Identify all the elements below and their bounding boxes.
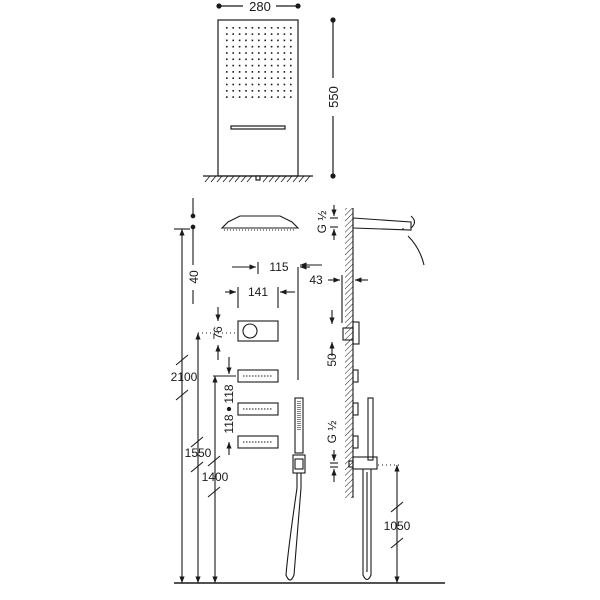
width-dimension-280: 280	[249, 0, 271, 14]
dimension-118-lower: 118	[222, 414, 236, 433]
dimension-118-upper: 118	[222, 384, 236, 403]
nozzle-grid	[226, 27, 292, 98]
front-installation-view	[174, 198, 445, 584]
dimension-115: 115	[269, 260, 288, 274]
dimension-2100: 2100	[171, 370, 198, 384]
dimension-43: 43	[309, 273, 323, 287]
dimension-141: 141	[248, 285, 268, 299]
dimension-1550: 1550	[185, 446, 212, 460]
thread-size-g-half-bottom: G ½	[325, 421, 339, 444]
dimension-50: 50	[325, 353, 339, 367]
panel-front-view	[203, 3, 336, 183]
height-dimension-550: 550	[326, 86, 341, 108]
side-installation-view	[300, 205, 425, 583]
dimension-40: 40	[187, 270, 201, 284]
dimension-76: 76	[211, 326, 225, 340]
dimension-1050: 1050	[384, 519, 411, 533]
dimension-1400: 1400	[202, 470, 229, 484]
thread-size-g-half-top: G ½	[315, 211, 329, 234]
